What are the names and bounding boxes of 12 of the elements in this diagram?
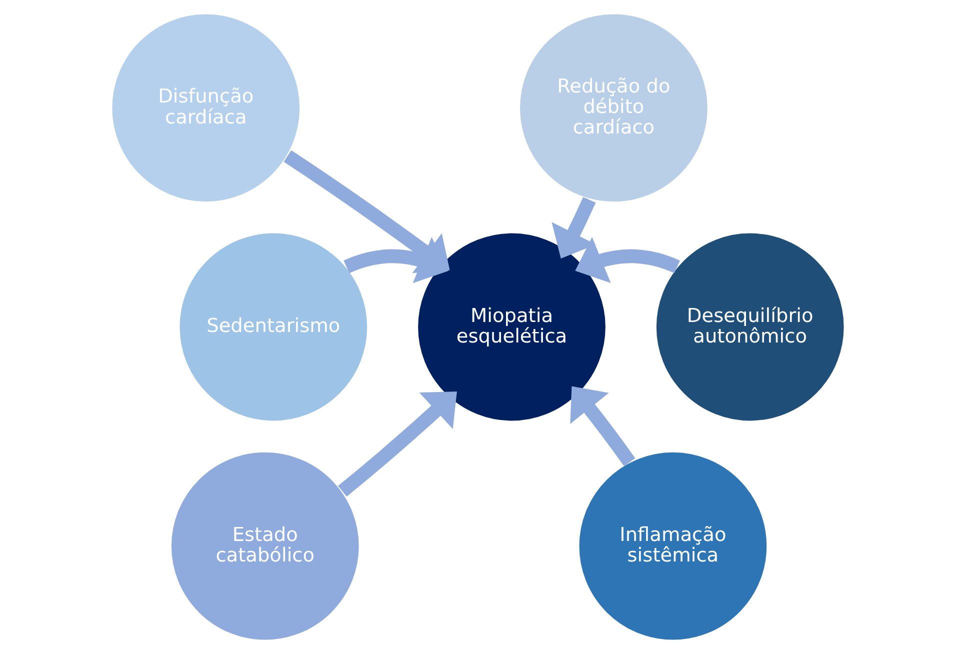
node-circle: Sedentarismo <box>178 232 368 422</box>
arrow <box>551 196 596 259</box>
node-circle: Desequilíbrio autonômico <box>654 232 845 422</box>
node-circle: Disfunção cardíaca <box>110 12 300 203</box>
node-circle: Estado catabólico <box>170 451 360 642</box>
node-circle: Inflamação sistêmica <box>577 451 768 642</box>
arrow <box>343 237 448 284</box>
arrow <box>570 386 635 466</box>
node-circle: Miopatia esquelética <box>416 232 606 422</box>
arrow <box>337 392 456 497</box>
node-circle: Redução do débito cardíaco <box>518 12 708 203</box>
arrow <box>574 237 680 284</box>
